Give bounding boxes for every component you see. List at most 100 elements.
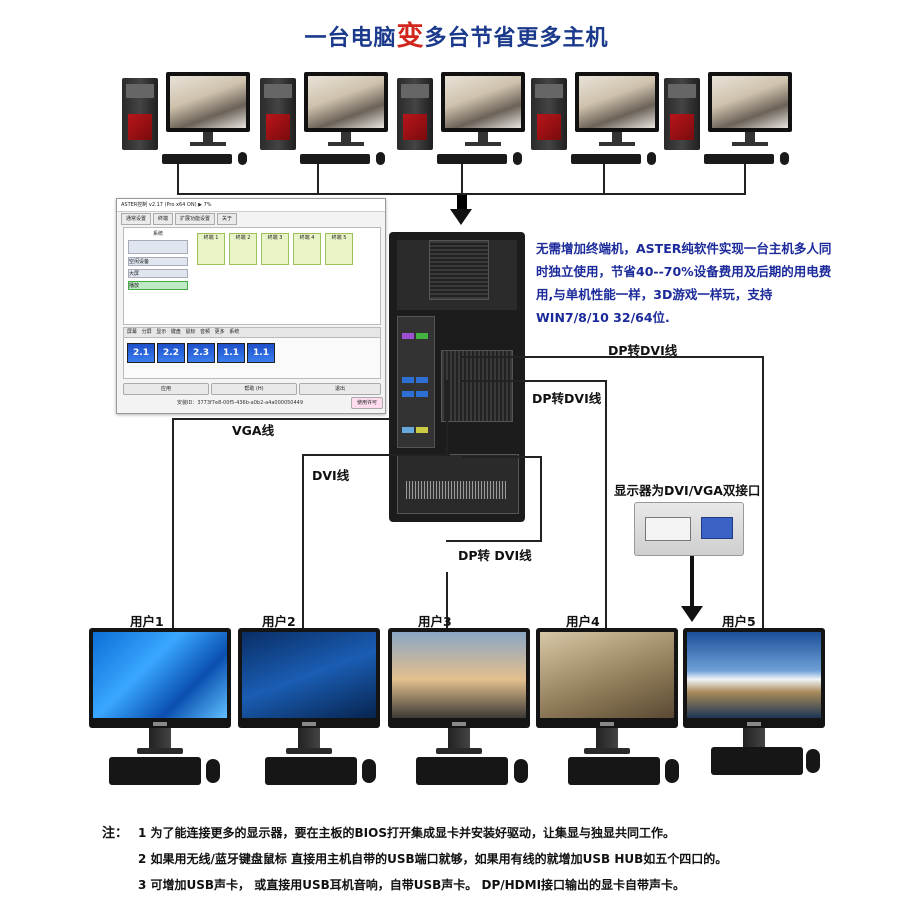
apply-button[interactable]: 应用: [123, 383, 209, 395]
screen-tile[interactable]: 1.1: [247, 343, 275, 363]
dp-dvi-label-2: DP转DVI线: [532, 388, 601, 407]
connector-line: [744, 164, 746, 194]
dp-dvi-cable-3: [446, 540, 542, 542]
user-4-keyboard: [568, 757, 660, 785]
user-1-mouse: [206, 759, 220, 783]
vga-cable-label: VGA线: [232, 420, 274, 439]
page-title: 一台电脑变多台节省更多主机: [0, 14, 913, 53]
window-title: ASTER控制 v2.17 (Pro x64 ON) ▶ 7%: [117, 199, 385, 212]
user-2-keyboard: [265, 757, 357, 785]
desktop-pc-4: [531, 72, 681, 172]
install-id: 安装ID：3773f7e8-00f5-436b-a0b2-a4a00005044…: [177, 399, 303, 406]
connector-label: 显示器为DVI/VGA双接口: [614, 480, 760, 499]
note-line-3: 3 可增加USB声卡， 或直接用USB耳机音响，自带USB声卡。 DP/HDMI…: [138, 876, 685, 893]
dp-dvi-cable-3: [540, 456, 542, 542]
subtab[interactable]: 分屏: [142, 329, 152, 335]
system-label: 系统: [128, 230, 188, 237]
notes-prefix: 注：: [102, 822, 128, 841]
subtab[interactable]: 更多: [215, 329, 225, 335]
subtab[interactable]: 系统: [229, 329, 239, 335]
seat-5[interactable]: 终端 5: [325, 233, 353, 265]
note-line-1: 1 为了能连接更多的显示器，要在主板的BIOS打开集成显卡并安装好驱动，让集显与…: [138, 824, 675, 841]
title-part1: 一台电脑: [304, 26, 396, 51]
desktop-pc-1: [122, 72, 272, 172]
dp-dvi-label-1: DP转DVI线: [608, 340, 677, 359]
host-tower: [389, 232, 525, 522]
arrow-shaft: [457, 195, 467, 209]
title-highlight: 变: [397, 21, 425, 52]
note-line-2: 2 如果用无线/蓝牙键盘鼠标 直接用主机自带的USB端口就够，如果用有线的就增加…: [138, 850, 727, 867]
help-button[interactable]: 帮助 (H): [211, 383, 297, 395]
title-part2: 多台节省更多主机: [425, 26, 609, 51]
seat-label: 终端 2: [230, 234, 256, 241]
usb-port: [402, 377, 414, 383]
aster-software-window: ASTER控制 v2.17 (Pro x64 ON) ▶ 7% 通常设置 终端 …: [116, 198, 386, 414]
vga-port-icon: [701, 517, 733, 539]
user-3-monitor: [388, 628, 530, 728]
seat-label: 终端 4: [294, 234, 320, 241]
connector-line: [317, 164, 319, 194]
user-2-monitor: [238, 628, 380, 728]
idle-devices-item[interactable]: 空闲设备: [128, 257, 188, 266]
dvi-cable-label: DVI线: [312, 465, 349, 484]
user-3-keyboard: [416, 757, 508, 785]
seat-label: 终端 5: [326, 234, 352, 241]
license-button[interactable]: 使用许可: [351, 397, 383, 409]
user-5-monitor: [683, 628, 825, 728]
user-1-monitor: [89, 628, 231, 728]
bigscreen-item[interactable]: 大屏: [128, 269, 188, 278]
seat-1[interactable]: 终端 1: [197, 233, 225, 265]
product-description: 无需增加终端机，ASTER纯软件实现一台主机多人同时独立使用，节省40--70%…: [536, 237, 836, 329]
play-item[interactable]: 播放: [128, 281, 188, 290]
tower-thumb: [128, 240, 188, 254]
down-arrow-icon: [681, 606, 703, 622]
tab-general[interactable]: 通常设置: [121, 213, 151, 225]
tab-about[interactable]: 关于: [217, 213, 237, 225]
desktop-pc-5: [664, 72, 814, 172]
subtab[interactable]: 鼠标: [185, 329, 195, 335]
exit-button[interactable]: 退出: [299, 383, 381, 395]
ps2-port: [416, 333, 428, 339]
user-5-mouse: [806, 749, 820, 773]
audio-port: [402, 427, 414, 433]
seat-label: 终端 3: [262, 234, 288, 241]
screen-tile[interactable]: 2.2: [157, 343, 185, 363]
dp-dvi-cable-3: [462, 456, 542, 458]
desktop-pc-3: [397, 72, 547, 172]
subtab[interactable]: 屏幕: [127, 329, 137, 335]
seat-4[interactable]: 终端 4: [293, 233, 321, 265]
user-4-monitor: [536, 628, 678, 728]
desktop-pc-2: [260, 72, 410, 172]
dp-dvi-label-3: DP转 DVI线: [458, 545, 532, 564]
connector-line: [177, 164, 179, 194]
screen-tile[interactable]: 1.1: [217, 343, 245, 363]
subtab[interactable]: 键盘: [171, 329, 181, 335]
tab-terminal[interactable]: 终端: [153, 213, 173, 225]
dp-dvi-cable-4: [462, 380, 607, 382]
window-tabs: 通常设置 终端 扩展功能设置 关于: [117, 212, 385, 226]
psu-fan: [429, 240, 489, 300]
graphics-card-slot: [397, 454, 519, 514]
seat-2[interactable]: 终端 2: [229, 233, 257, 265]
usb-port: [416, 377, 428, 383]
usb-port: [416, 391, 428, 397]
screen-tile[interactable]: 2.3: [187, 343, 215, 363]
connector-line: [461, 164, 463, 194]
dvi-vga-connector-image: [634, 502, 744, 556]
user-3-mouse: [514, 759, 528, 783]
dvi-port-icon: [645, 517, 691, 541]
dp-dvi-cable-5: [762, 356, 764, 628]
io-panel: [397, 316, 435, 448]
subtab[interactable]: 音频: [200, 329, 210, 335]
user-4-mouse: [665, 759, 679, 783]
system-list: 系统 空闲设备 大屏 播放: [128, 230, 188, 290]
tab-extended[interactable]: 扩展功能设置: [175, 213, 215, 225]
connector-line: [603, 164, 605, 194]
subtab[interactable]: 显示: [156, 329, 166, 335]
screen-tile[interactable]: 2.1: [127, 343, 155, 363]
ps2-port: [402, 333, 414, 339]
usb-port: [402, 391, 414, 397]
dvi-cable: [446, 380, 448, 456]
seat-3[interactable]: 终端 3: [261, 233, 289, 265]
user-1-keyboard: [109, 757, 201, 785]
